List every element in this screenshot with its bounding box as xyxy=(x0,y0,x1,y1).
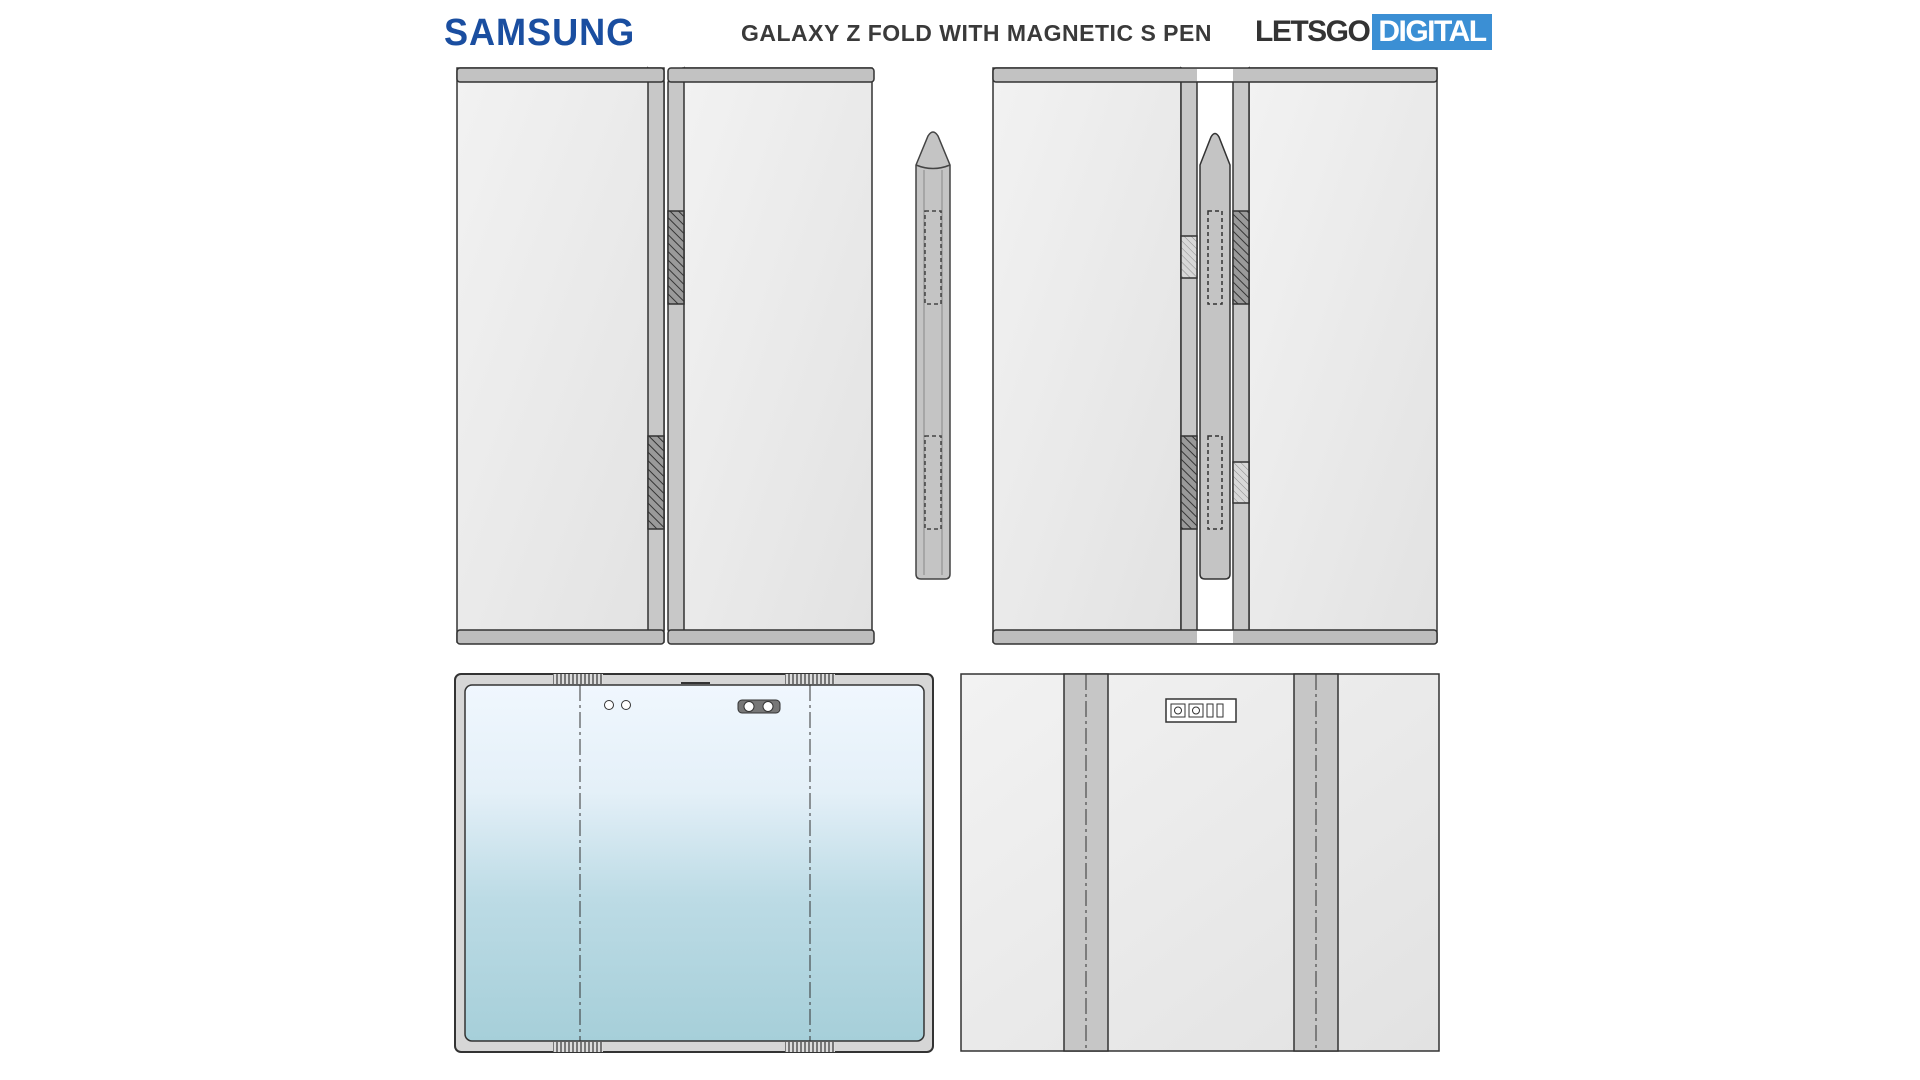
left-hinge-bevel xyxy=(647,66,665,644)
s-pen xyxy=(915,131,951,580)
folded-device-view-2 xyxy=(992,66,1438,645)
left-panel xyxy=(456,67,665,643)
magnet-hatched xyxy=(667,210,685,305)
right-hinge-bevel xyxy=(667,66,685,644)
right-panel xyxy=(682,67,873,643)
top-rail xyxy=(667,67,875,83)
folded-device-view-1 xyxy=(456,66,875,645)
attached-s-pen xyxy=(1199,132,1231,580)
page-title: GALAXY Z FOLD WITH MAGNETIC S PEN xyxy=(741,20,1212,46)
right-panel xyxy=(1248,67,1438,643)
letsgodigital-logo: LETSGO DIGITAL xyxy=(1255,14,1492,50)
bottom-rail xyxy=(667,629,875,645)
unfolded-front-view xyxy=(454,673,934,1053)
left-hinge-bevel xyxy=(1180,66,1198,644)
logo-part-letsgo: LETSGO xyxy=(1255,15,1371,48)
samsung-logo: SAMSUNG xyxy=(444,12,636,54)
logo-part-digital: DIGITAL xyxy=(1372,14,1492,50)
pen-magnet-dashed xyxy=(924,435,942,530)
bottom-rail xyxy=(456,629,665,645)
top-rail xyxy=(456,67,665,83)
right-hinge-bevel xyxy=(1232,66,1250,644)
sensor-icon xyxy=(621,700,631,710)
pen-magnet-dashed xyxy=(924,210,942,305)
magnet-hatched xyxy=(647,435,665,530)
sensor-icon xyxy=(604,700,614,710)
left-panel xyxy=(992,67,1182,643)
unfolded-back-view xyxy=(960,673,1440,1052)
display xyxy=(464,684,925,1042)
